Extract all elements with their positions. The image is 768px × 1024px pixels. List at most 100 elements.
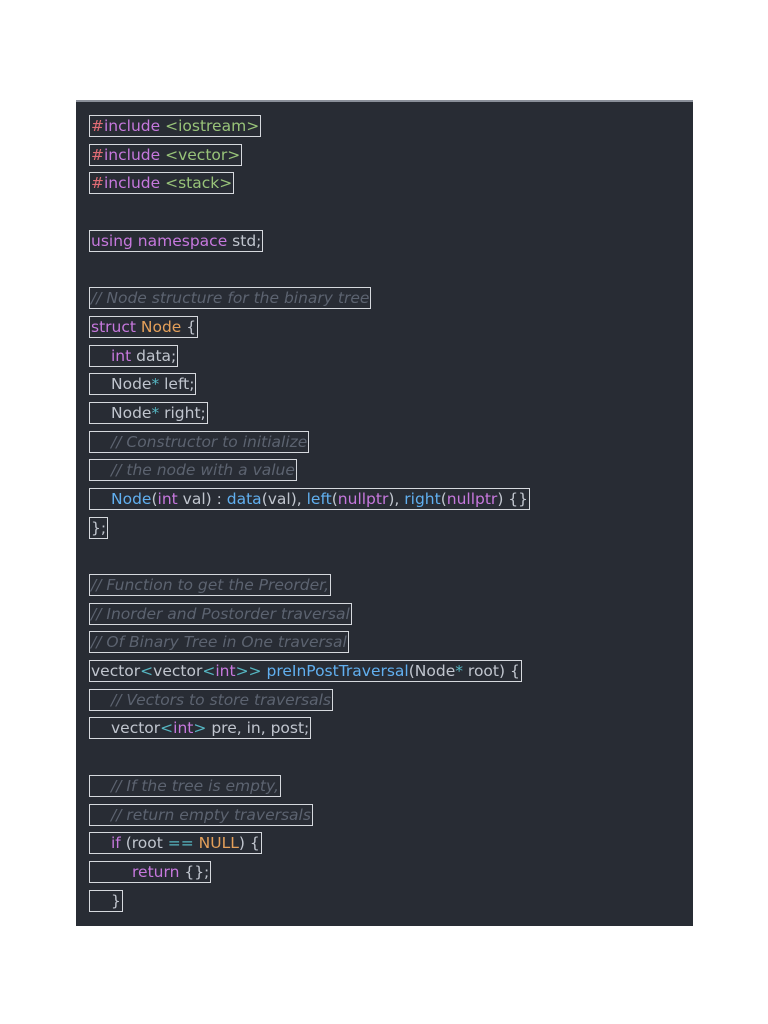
code-line-text: return {}; (88, 860, 212, 883)
code-token: nullptr (337, 489, 389, 508)
code-token: NULL (193, 834, 239, 853)
code-line-text: using namespace std; (88, 229, 264, 252)
code-line-text: }; (88, 516, 109, 539)
code-token: root) { (462, 662, 520, 681)
code-line: #include <stack> (88, 172, 529, 201)
code-token: // Constructor to initialize (111, 432, 308, 451)
code-token: preInPostTraversal (261, 662, 409, 681)
code-token: ), (388, 489, 405, 508)
code-line-text: // the node with a value (89, 459, 297, 482)
code-line (90, 201, 529, 230)
code-line-text: vector<vector<int>> preInPostTraversal(N… (89, 660, 522, 683)
code-line-text: Node(int val) : data(val), left(nullptr)… (88, 487, 531, 510)
code-token: <vector> (160, 145, 241, 164)
code-token: using (91, 231, 133, 250)
code-token: Node (135, 317, 182, 336)
code-line-text: #include <iostream> (88, 115, 262, 137)
code-token: } (111, 891, 121, 910)
code-token: include (104, 145, 161, 164)
code-line-text: } (89, 889, 123, 912)
code-line: #include <iostream> (88, 115, 529, 144)
code-token: // return empty traversals (111, 805, 311, 824)
code-line-text: Node* left; (88, 373, 197, 396)
code-token: * (151, 403, 160, 422)
code-line: // Function to get the Preorder, (88, 574, 529, 603)
code-token: (Node (408, 662, 456, 681)
code-block: #include <iostream>#include <vector>#inc… (88, 115, 531, 918)
code-token: <stack> (160, 174, 233, 193)
code-line: // Of Binary Tree in One traversal (89, 631, 529, 660)
code-line-text: // Constructor to initialize (88, 430, 310, 453)
code-line: return {}; (88, 860, 529, 890)
code-line: struct Node { (88, 315, 529, 345)
code-token: data (226, 489, 262, 508)
code-token: < (140, 662, 154, 681)
code-token: right; (159, 403, 206, 422)
code-line: int data; (88, 344, 529, 374)
code-token: namespace (132, 231, 228, 250)
code-token: < (202, 662, 216, 681)
code-token: vector (153, 662, 203, 681)
code-token: # (91, 145, 104, 164)
code-line (90, 258, 529, 287)
code-token: == (167, 834, 194, 853)
code-token: ) { (238, 834, 260, 853)
code-line: // Inorder and Postorder traversal (89, 602, 529, 632)
code-token: # (91, 174, 104, 193)
code-line: using namespace std; (88, 229, 529, 259)
code-token: * (151, 375, 160, 394)
code-line-text: // Function to get the Preorder, (88, 574, 332, 596)
code-token: int (111, 346, 132, 365)
code-token: // Of Binary Tree in One traversal (91, 633, 347, 652)
code-line: // the node with a value (89, 459, 529, 488)
code-line: // Constructor to initialize (88, 430, 529, 460)
code-line-text: // Inorder and Postorder traversal (89, 602, 352, 625)
code-line: if (root == NULL) { (89, 832, 529, 861)
code-token: // Function to get the Preorder, (91, 576, 330, 594)
code-token: int (173, 719, 194, 738)
code-token: Node (111, 375, 152, 394)
code-token: # (91, 117, 104, 135)
code-line-text: // return empty traversals (89, 803, 313, 826)
code-token: Node (111, 489, 152, 508)
code-token: ( (151, 489, 158, 508)
code-token: // the node with a value (111, 461, 295, 480)
code-token: ( (331, 489, 338, 508)
code-line-text: int data; (88, 344, 179, 367)
code-token: Node (111, 403, 152, 422)
code-token: if (111, 834, 121, 853)
code-token: right (404, 489, 441, 508)
code-line: // return empty traversals (89, 803, 529, 833)
code-token: > (193, 719, 207, 738)
code-line-text: // If the tree is empty, (89, 774, 281, 797)
code-line-text: vector<int> pre, in, post; (88, 717, 312, 740)
code-line-text: struct Node { (88, 315, 199, 338)
code-token: struct (91, 317, 136, 336)
code-token: vector (91, 662, 141, 681)
code-token: val) : (177, 489, 227, 508)
code-token: // Inorder and Postorder traversal (91, 604, 350, 623)
code-token: (val), (261, 489, 307, 508)
code-line: Node* left; (88, 373, 529, 402)
code-token: }; (91, 518, 107, 537)
code-line: }; (88, 516, 529, 546)
code-line-text: #include <vector> (88, 143, 243, 166)
code-token: data; (131, 346, 177, 365)
code-line-text: // Vectors to store traversals (88, 688, 334, 711)
code-token: ) {} (497, 489, 529, 508)
code-token: pre, in, post; (206, 719, 310, 738)
code-token: include (104, 174, 161, 193)
code-token: left; (159, 375, 195, 394)
code-token: { (181, 317, 197, 336)
code-line: Node(int val) : data(val), left(nullptr)… (88, 487, 531, 517)
code-line (90, 746, 529, 775)
code-token: int (157, 489, 178, 508)
code-line (90, 545, 529, 574)
code-editor: #include <iostream>#include <vector>#inc… (76, 100, 693, 926)
code-token: {}; (179, 862, 210, 881)
code-token: // If the tree is empty, (111, 776, 279, 795)
code-token: (root (120, 834, 168, 853)
code-line: // Node structure for the binary tree (88, 287, 529, 316)
code-line-text: // Node structure for the binary tree (88, 287, 372, 310)
code-line: // Vectors to store traversals (88, 688, 529, 718)
